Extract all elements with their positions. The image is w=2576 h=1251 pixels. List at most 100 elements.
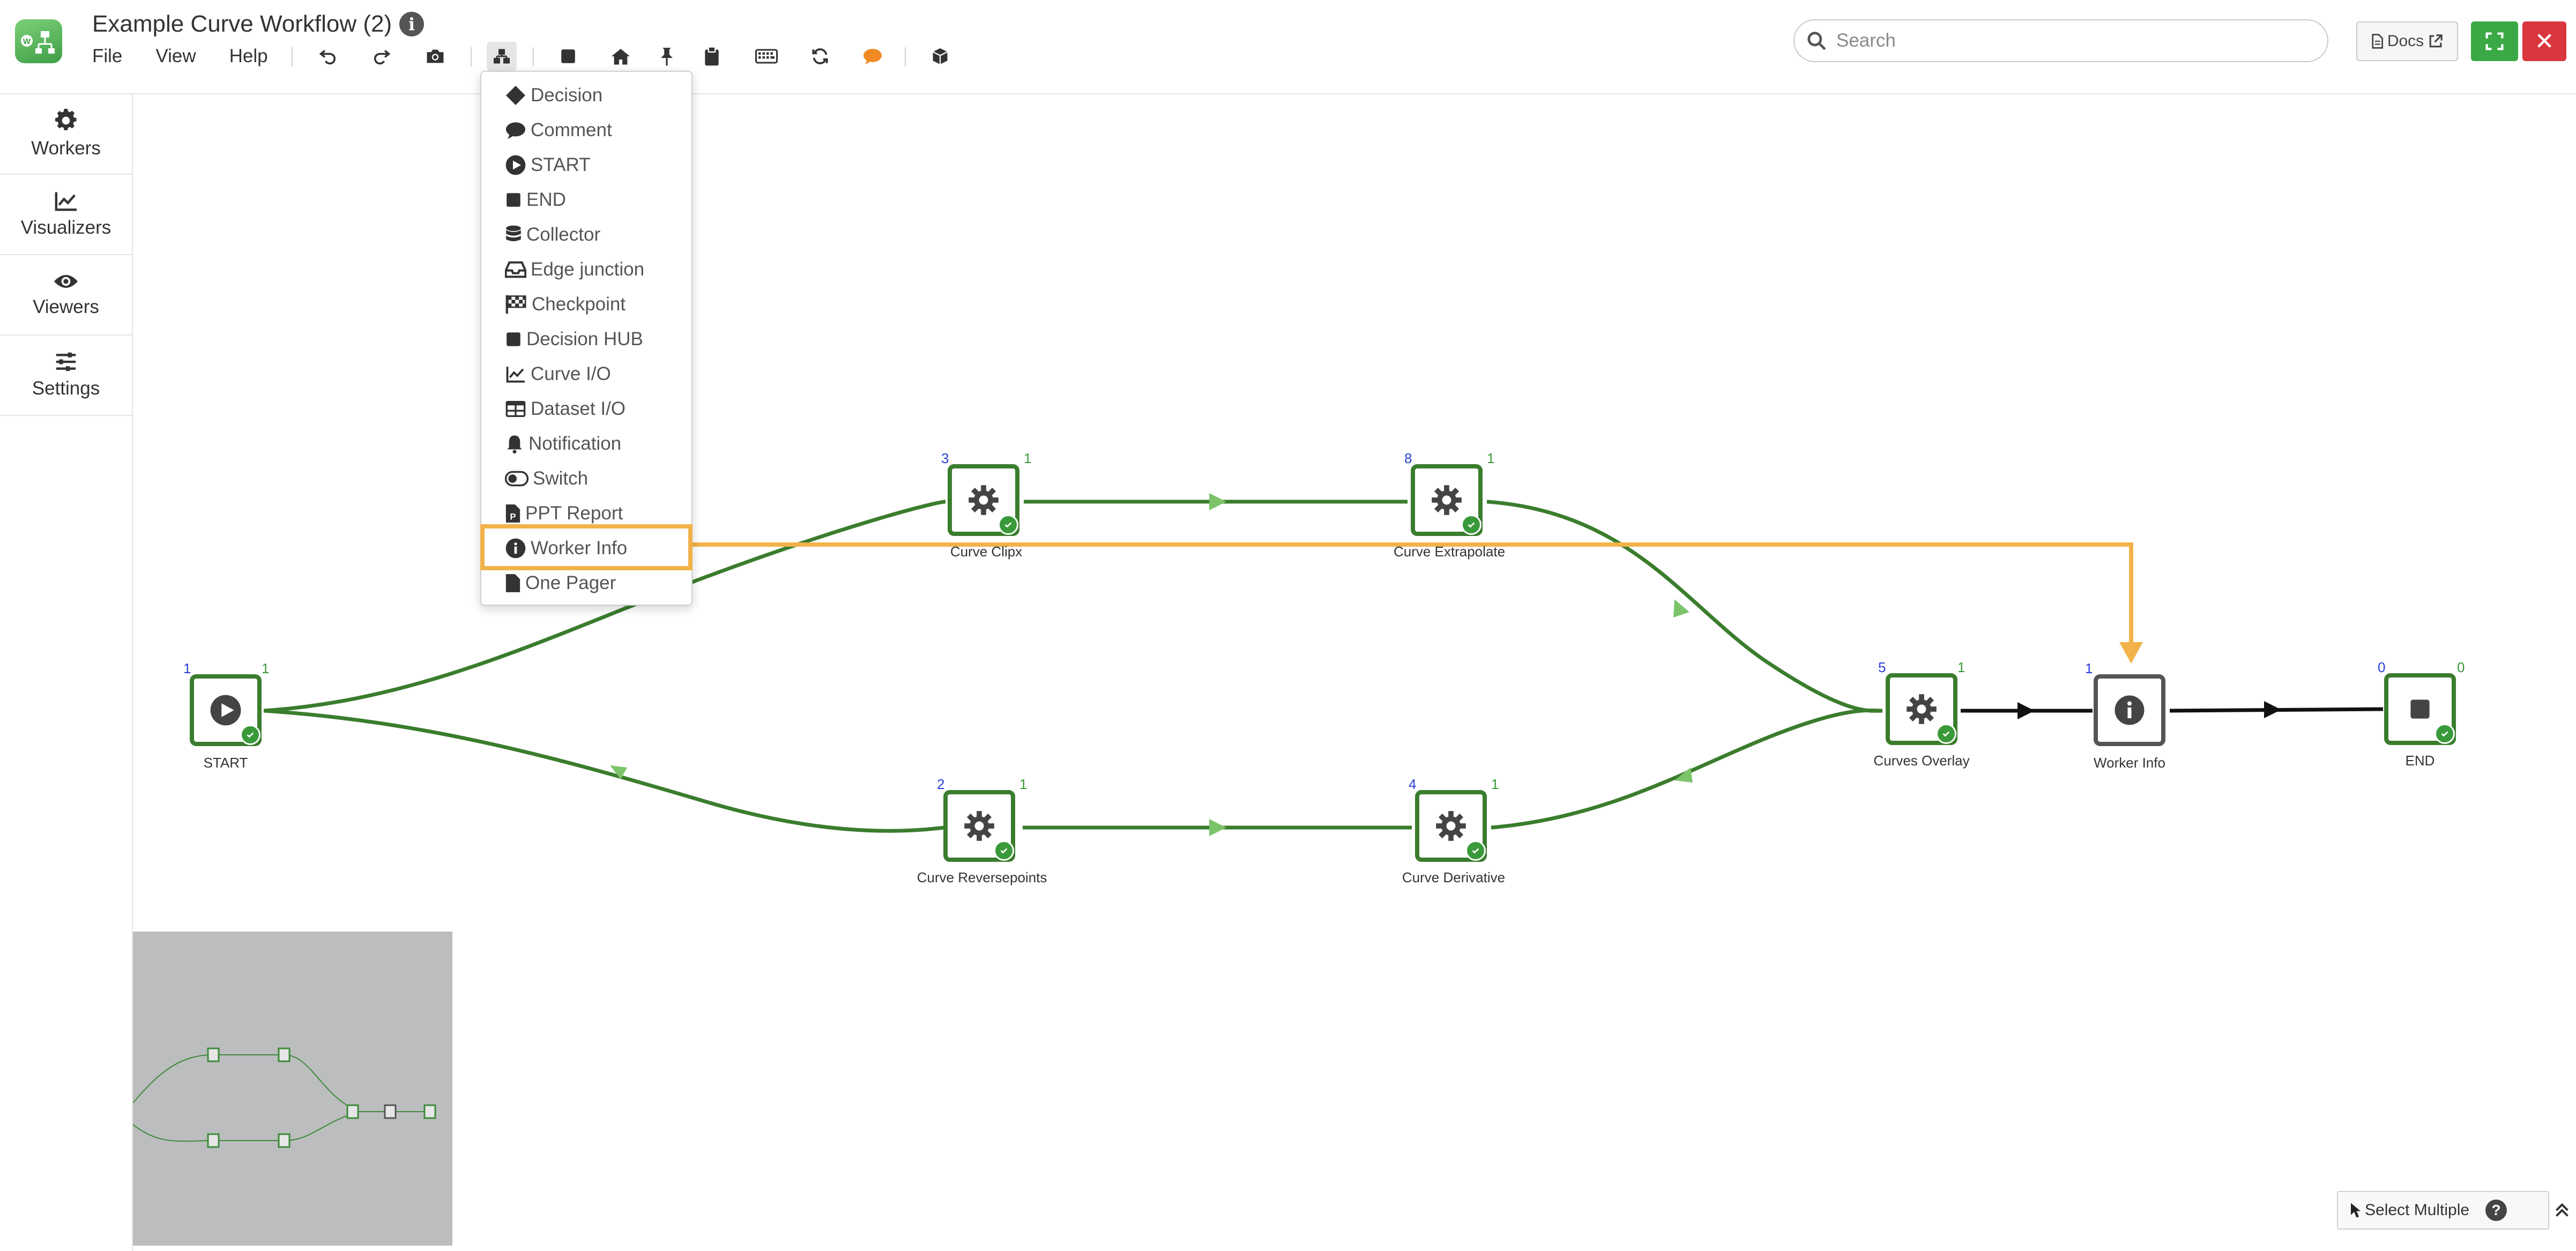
- add-node-icon[interactable]: [487, 42, 517, 71]
- docs-button[interactable]: Docs: [2356, 21, 2458, 61]
- bell-icon: [507, 435, 522, 454]
- table-icon: [505, 401, 526, 417]
- node-start[interactable]: [190, 674, 262, 746]
- sidebar-item-settings[interactable]: Settings: [0, 336, 132, 416]
- gear-icon: [1907, 694, 1937, 724]
- keyboard-icon[interactable]: [751, 42, 781, 71]
- menu-item-label: One Pager: [525, 572, 616, 593]
- search-box[interactable]: [1793, 19, 2328, 62]
- success-check-icon: [1936, 724, 1956, 744]
- checkered-flag-icon: [505, 295, 526, 314]
- pin-icon[interactable]: [652, 42, 682, 71]
- menu-help[interactable]: Help: [229, 46, 268, 66]
- menu-item-end[interactable]: END: [505, 184, 566, 216]
- stop-icon[interactable]: [553, 42, 583, 71]
- port-out-count: 1: [1019, 776, 1028, 792]
- success-check-icon: [1461, 515, 1481, 535]
- search-input[interactable]: [1835, 29, 2298, 52]
- node-curves-overlay[interactable]: [1886, 673, 1957, 745]
- close-icon: ✕: [2534, 28, 2555, 55]
- gear-icon: [969, 485, 999, 515]
- menu-item-checkpoint[interactable]: Checkpoint: [505, 288, 626, 321]
- menubar: File View Help: [92, 43, 301, 70]
- node-label: START: [203, 755, 248, 771]
- sidebar-item-viewers[interactable]: Viewers: [0, 255, 132, 336]
- menu-item-comment[interactable]: Comment: [505, 114, 612, 146]
- home-icon[interactable]: [606, 42, 636, 71]
- node-label: Curve Derivative: [1402, 869, 1506, 885]
- add-node-dropdown: Decision Comment START END Collector Edg…: [480, 71, 693, 606]
- node-end[interactable]: [2384, 673, 2456, 745]
- redo-icon[interactable]: [367, 42, 397, 71]
- title-row: Example Curve Workflow (2) i: [92, 5, 425, 43]
- menu-item-edge-junction[interactable]: Edge junction: [505, 254, 644, 286]
- close-button[interactable]: ✕: [2522, 21, 2566, 61]
- port-in-count: 8: [1404, 450, 1412, 466]
- menu-item-label: Edge junction: [531, 259, 645, 280]
- docs-label: Docs: [2387, 32, 2424, 50]
- menu-item-label: Checkpoint: [532, 294, 626, 315]
- highlight-arrow-head: [2119, 642, 2143, 664]
- menu-item-notification[interactable]: Notification: [505, 428, 621, 460]
- edge-start-reversepoints: [263, 709, 946, 833]
- node-label: END: [2405, 753, 2435, 769]
- workflow-canvas[interactable]: 1 1 START 3 1 Curve Clipx 8 1 Curve Extr…: [133, 94, 2576, 1251]
- menu-file[interactable]: File: [92, 46, 123, 66]
- menu-item-curve-io[interactable]: Curve I/O: [505, 358, 611, 390]
- clipboard-icon[interactable]: [697, 42, 727, 71]
- menu-item-label: END: [526, 189, 566, 210]
- toolbar-separator: [471, 47, 472, 66]
- node-curve-extrapolate[interactable]: [1411, 464, 1483, 536]
- play-circle-icon: [210, 695, 241, 726]
- comment-icon[interactable]: [858, 42, 888, 71]
- edge-arrow: [2264, 701, 2281, 718]
- menu-item-decision[interactable]: Decision: [505, 79, 602, 111]
- port-out-count: 1: [262, 660, 270, 676]
- gear-icon: [1436, 811, 1466, 841]
- minimap[interactable]: [132, 932, 452, 1246]
- menu-item-dataset-io[interactable]: Dataset I/O: [505, 393, 626, 425]
- menu-item-ppt-report[interactable]: P PPT Report: [505, 497, 623, 530]
- double-chevron-up-icon: [2556, 1203, 2568, 1217]
- menu-item-label: Comment: [531, 120, 612, 140]
- toolbar-separator: [533, 47, 534, 66]
- sliders-icon: [56, 352, 76, 371]
- search-icon: [1807, 32, 1826, 50]
- menu-item-label: Switch: [533, 468, 589, 489]
- undo-icon[interactable]: [313, 42, 343, 71]
- sidebar-item-visualizers[interactable]: Visualizers: [0, 175, 132, 255]
- inbox-icon: [505, 261, 526, 278]
- success-check-icon: [2434, 724, 2455, 744]
- node-curve-clipx[interactable]: [948, 464, 1019, 536]
- node-curve-derivative[interactable]: [1415, 790, 1487, 862]
- menu-item-worker-info[interactable]: Worker Info: [505, 532, 627, 564]
- node-worker-info[interactable]: [2094, 674, 2165, 746]
- success-check-icon: [994, 840, 1014, 861]
- line-chart-icon: [506, 367, 525, 383]
- menu-item-start[interactable]: START: [505, 149, 591, 181]
- menu-item-switch[interactable]: Switch: [505, 463, 588, 495]
- fullscreen-button[interactable]: [2471, 21, 2518, 61]
- camera-icon[interactable]: [420, 42, 450, 71]
- help-icon[interactable]: ?: [2485, 1200, 2507, 1221]
- external-link-icon: [2429, 34, 2443, 48]
- menu-item-collector[interactable]: Collector: [505, 219, 600, 251]
- select-multiple-button[interactable]: Select Multiple ?: [2337, 1191, 2549, 1230]
- node-curve-reversepoints[interactable]: [943, 790, 1015, 862]
- port-in-count: 0: [2378, 659, 2386, 675]
- refresh-icon[interactable]: [805, 42, 835, 71]
- expand-panel-button[interactable]: [2551, 1191, 2573, 1230]
- svg-text:P: P: [510, 511, 516, 522]
- app-logo: W: [15, 19, 62, 63]
- info-icon[interactable]: i: [399, 12, 425, 36]
- sidebar-item-workers[interactable]: Workers: [0, 94, 132, 175]
- cube-icon[interactable]: [925, 42, 955, 71]
- menu-item-decision-hub[interactable]: Decision HUB: [505, 323, 643, 355]
- port-out-count: 1: [1491, 776, 1499, 792]
- success-check-icon: [1465, 840, 1486, 861]
- menu-view[interactable]: View: [155, 46, 196, 66]
- diamond-icon: [506, 86, 525, 105]
- menu-item-one-pager[interactable]: One Pager: [505, 567, 616, 599]
- port-in-count: 1: [2085, 660, 2093, 676]
- sidebar-item-label: Workers: [31, 138, 101, 159]
